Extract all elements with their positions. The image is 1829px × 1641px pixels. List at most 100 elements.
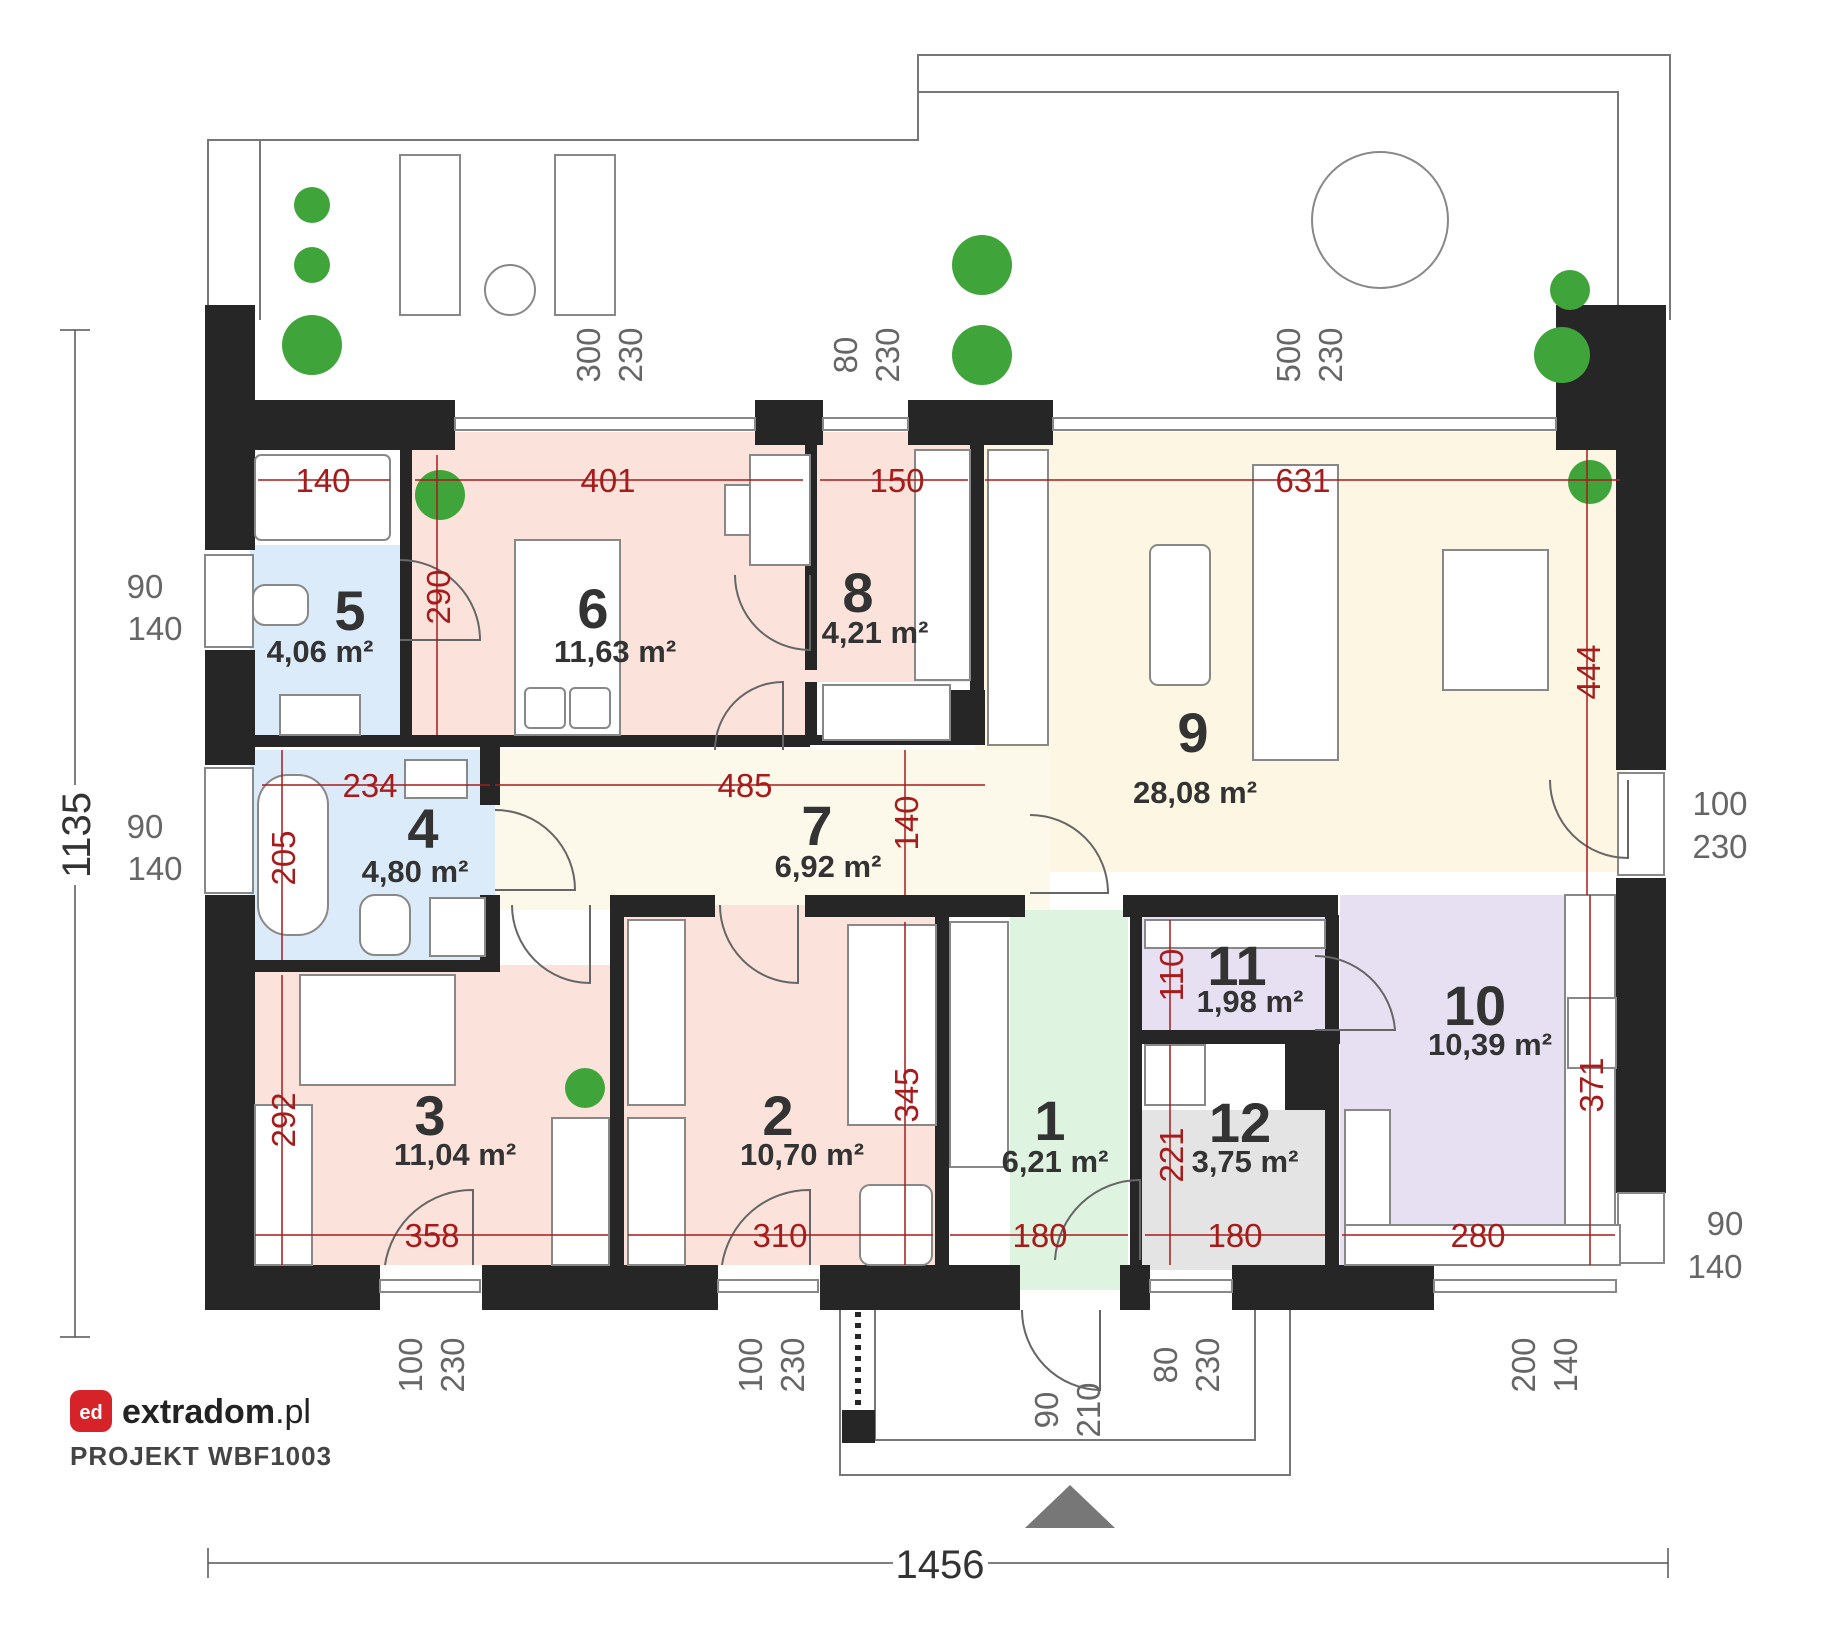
room-4-area: 4,80 m² (362, 854, 469, 889)
opening-label-a: 80 (1147, 1347, 1184, 1384)
dim-label: 290 (420, 569, 457, 624)
room-3-area: 11,04 m² (394, 1137, 516, 1172)
room-labels: 1 6,21 m² 2 10,70 m² 3 11,04 m² 4 4,80 m… (267, 561, 1552, 1179)
bed-6-pillow (524, 687, 566, 729)
windows (204, 417, 1665, 1293)
desk-6 (749, 454, 811, 566)
opening-label-b: 230 (869, 327, 906, 382)
stove-10 (1567, 997, 1617, 1069)
bed-6-pillow-2 (569, 687, 611, 729)
entrance-porch (839, 1310, 1291, 1476)
wardrobe-8 (822, 684, 951, 741)
plant-icon (1550, 270, 1590, 310)
dim-label: 150 (869, 462, 924, 499)
overall-width-label: 1456 (896, 1543, 985, 1587)
opening-label-a: 90 (127, 808, 164, 845)
opening-label-b: 230 (1312, 327, 1349, 382)
opening-label-b: 230 (1189, 1337, 1226, 1392)
dim-label: 444 (1570, 644, 1607, 699)
opening-label-a: 90 (1028, 1392, 1065, 1429)
kitchen-counter-10-bottom (1344, 1224, 1621, 1266)
opening-label-b: 140 (127, 610, 182, 647)
door-swings (384, 559, 1629, 1392)
logo-text: extradom.pl (122, 1393, 311, 1431)
logo-icon (70, 1390, 112, 1432)
plant-icon (282, 315, 342, 375)
opening-labels: 300 230 80 230 500 230 90 140 90 140 100… (127, 327, 1748, 1437)
lounger-left (399, 154, 461, 316)
plant-icon (294, 247, 330, 283)
desk-3 (551, 1117, 610, 1266)
dimension-labels: 140 401 150 631 290 234 485 140 205 444 … (265, 462, 1610, 1254)
wardrobe-1 (949, 921, 1009, 1168)
dim-label: 180 (1012, 1217, 1067, 1254)
overall-height-label: 1135 (55, 792, 99, 878)
washer-4 (429, 897, 486, 957)
entrance-arrow-icon (1025, 1485, 1115, 1528)
dim-label: 280 (1450, 1217, 1505, 1254)
desk-2 (627, 1117, 686, 1266)
plant-icon (565, 1068, 605, 1108)
dim-label: 180 (1207, 1217, 1262, 1254)
toilet-5 (252, 584, 309, 626)
chimney-block (842, 1410, 875, 1443)
room-7-number: 7 (801, 794, 832, 857)
dim-label: 371 (1573, 1057, 1610, 1112)
opening-label-a: 100 (732, 1337, 769, 1392)
room-4-number: 4 (407, 797, 438, 860)
plant-icon (952, 325, 1012, 385)
dimension-lines (255, 450, 1620, 1265)
boiler-12 (1144, 1044, 1206, 1106)
dim-label: 345 (888, 1067, 925, 1122)
dim-label: 401 (580, 462, 635, 499)
room-10-number: 10 (1444, 974, 1506, 1037)
opening-label-a: 300 (570, 327, 607, 382)
project-code: PROJEKT WBF1003 (70, 1441, 332, 1471)
plant-icon (415, 470, 465, 520)
terrace-table (1311, 151, 1449, 289)
sofa-9 (1252, 464, 1339, 761)
room-7-area: 6,92 m² (775, 849, 882, 884)
overall-height-label-bg (55, 785, 97, 885)
opening-label-a: 100 (1692, 785, 1747, 822)
dim-label: 310 (752, 1217, 807, 1254)
chair-6 (724, 484, 751, 536)
room-11-number: 11 (1207, 934, 1266, 997)
room-10-area: 10,39 m² (1428, 1027, 1552, 1062)
toilet-4 (359, 894, 411, 956)
plant-icon (1534, 327, 1590, 383)
opening-label-a: 90 (1707, 1205, 1744, 1242)
room-3-number: 3 (414, 1084, 445, 1147)
bed-3 (299, 974, 456, 1086)
dim-label: 234 (342, 767, 397, 804)
room-6-number: 6 (577, 577, 608, 640)
room-8-area: 4,21 m² (822, 615, 929, 650)
extradom-logo: ed extradom.pl (70, 1390, 311, 1432)
room-6-area: 11,63 m² (554, 634, 676, 669)
opening-label-a: 90 (127, 568, 164, 605)
cabinet-9 (987, 449, 1049, 746)
logo-icon-text: ed (79, 1402, 102, 1424)
opening-label-b: 140 (1687, 1248, 1742, 1285)
room-12-area: 3,75 m² (1192, 1144, 1299, 1179)
plant-icon (294, 187, 330, 223)
room-5-area: 4,06 m² (267, 634, 374, 669)
room-fill-12 (1140, 1110, 1330, 1270)
opening-label-b: 230 (612, 327, 649, 382)
dim-label: 205 (265, 830, 302, 885)
opening-label-a: 80 (827, 337, 864, 374)
lounger-right (554, 154, 616, 316)
dim-label: 140 (295, 462, 350, 499)
terrace (207, 54, 1671, 320)
coffee-table-9 (1149, 544, 1211, 686)
opening-label-b: 140 (1547, 1337, 1584, 1392)
walls (205, 305, 1666, 1310)
dim-label: 485 (717, 767, 772, 804)
wardrobe-8-side (914, 449, 971, 681)
room-2-area: 10,70 m² (740, 1137, 864, 1172)
room-8-number: 8 (842, 561, 873, 624)
room-12-number: 12 (1209, 1091, 1271, 1154)
dim-label: 292 (265, 1092, 302, 1147)
room-9-number: 9 (1177, 701, 1208, 764)
